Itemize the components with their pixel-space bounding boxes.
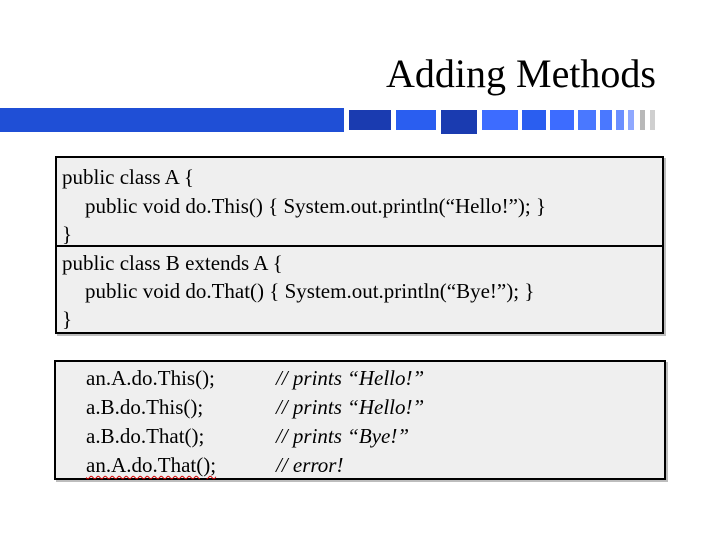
decorative-title-bar: [0, 108, 720, 134]
call-comment: // prints “Hello!”: [276, 366, 425, 390]
code-line: public void do.This() { System.out.print…: [85, 194, 547, 218]
code-line: }: [62, 222, 73, 246]
code-line: public class A {: [62, 165, 194, 189]
class-definition-box: public class A { public void do.This() {…: [55, 156, 664, 334]
code-line: }: [62, 307, 73, 331]
call-expression: a.B.do.This();: [86, 395, 204, 419]
code-box-divider: [57, 245, 662, 247]
call-comment: // prints “Bye!”: [276, 424, 410, 448]
code-line: public void do.That() { System.out.print…: [85, 279, 535, 303]
call-expression: an.A.do.This();: [86, 366, 215, 390]
slide-title: Adding Methods: [386, 51, 656, 96]
call-comment: // error!: [276, 453, 344, 477]
spellcheck-underline: an.A.do.That();: [86, 453, 217, 477]
call-comment: // prints “Hello!”: [276, 395, 425, 419]
call-expression-error: an.A.do.That();: [86, 451, 216, 480]
code-line: public class B extends A {: [62, 251, 283, 275]
method-calls-box: an.A.do.This(); // prints “Hello!” a.B.d…: [54, 360, 666, 480]
call-expression: a.B.do.That();: [86, 424, 205, 448]
